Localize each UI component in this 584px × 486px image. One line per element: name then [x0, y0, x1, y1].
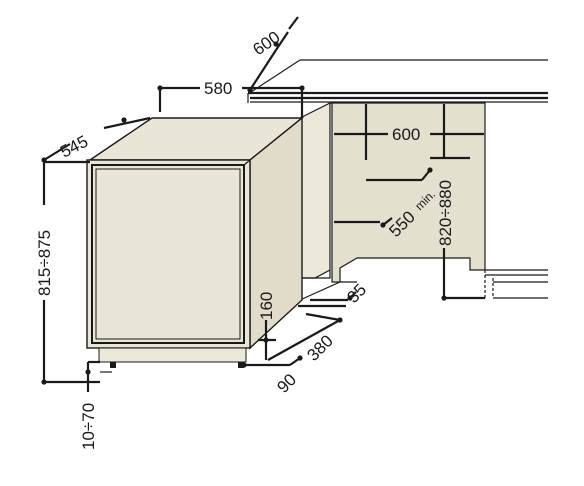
dishwasher: [86, 116, 304, 368]
label-plinth-35: 35: [343, 280, 370, 307]
right-cabinet: [484, 269, 548, 299]
dim-90: 90: [241, 355, 303, 397]
label-niche-depth-top: 600: [249, 27, 283, 59]
label-plinth-90: 90: [273, 370, 300, 397]
dim-815-875: 815÷875: [35, 160, 100, 385]
dim-600-niche: 600: [334, 104, 484, 160]
dim-580: 580: [157, 79, 305, 118]
dim-820-880: 820÷880: [334, 104, 485, 301]
label-appliance-height: 815÷875: [35, 230, 54, 296]
dim-10-70: 10÷70: [79, 360, 112, 450]
label-appliance-depth: 580: [204, 79, 232, 98]
dim-600-top: 600: [247, 16, 299, 93]
countertop: [247, 59, 548, 103]
label-appliance-width: 545: [57, 132, 91, 162]
dim-160: 160: [257, 292, 276, 360]
label-foot-adjust: 10÷70: [79, 403, 98, 450]
label-niche-height: 820÷880: [436, 180, 455, 246]
label-plinth-height: 160: [257, 292, 276, 320]
label-niche-width: 600: [392, 125, 420, 144]
